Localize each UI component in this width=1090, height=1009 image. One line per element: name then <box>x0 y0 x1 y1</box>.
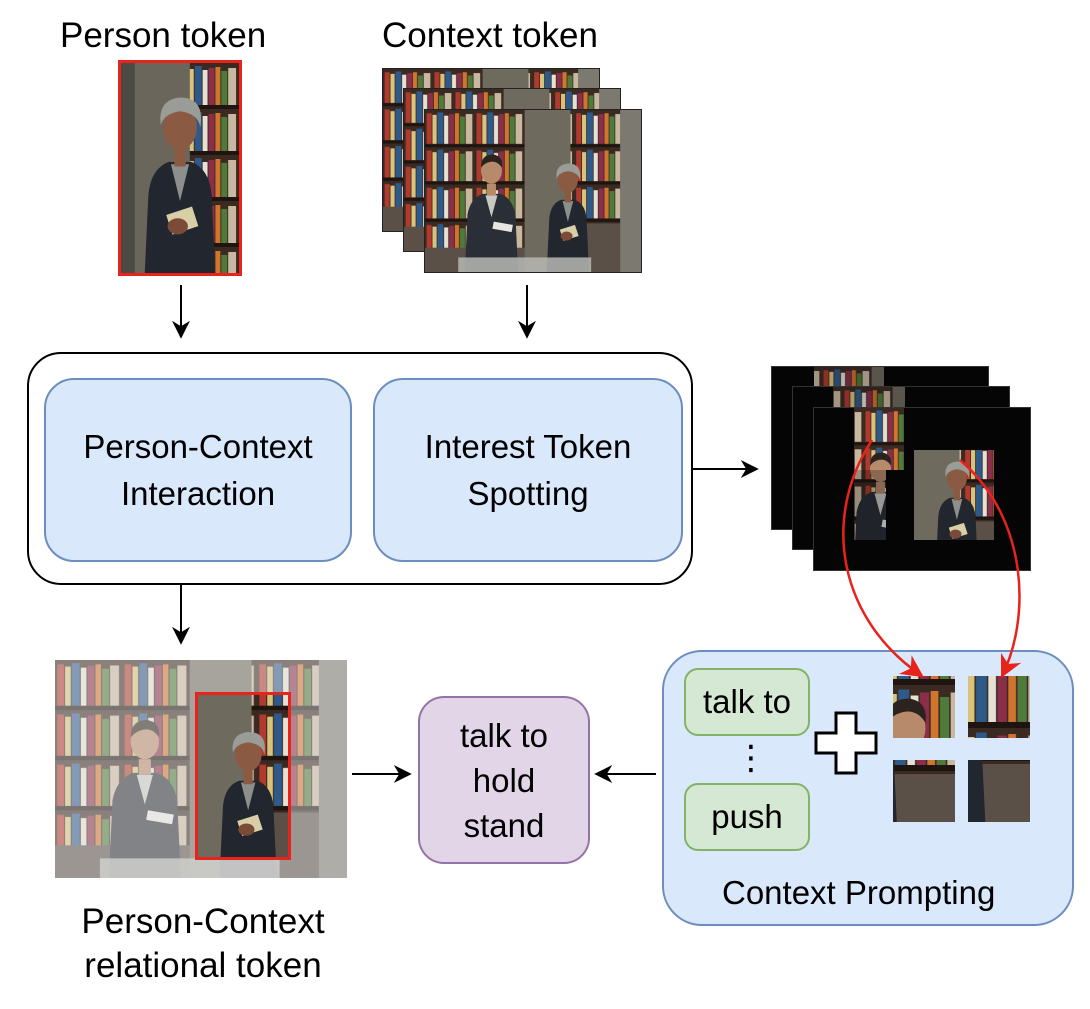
prediction-item: hold <box>472 761 536 799</box>
interest-token-spotting-module: Interest Token Spotting <box>373 378 683 562</box>
interest-crop-hands <box>968 760 1030 822</box>
red-arrow-to-man-crop <box>842 439 924 678</box>
prediction-item: talk to <box>459 716 549 754</box>
interaction-title-line2: Interaction <box>120 475 276 512</box>
relational-label-line1: Person-Context <box>81 902 325 941</box>
relational-token-image <box>55 660 347 878</box>
context-frame-front <box>424 109 642 273</box>
red-arrow-to-woman-crop <box>959 459 1022 679</box>
predicted-actions-box: talk to hold stand <box>418 696 590 864</box>
relational-label-line2: relational token <box>84 946 322 985</box>
prompt-ellipsis: ⋮ <box>734 739 768 777</box>
prompt-talk-to: talk to <box>684 668 810 736</box>
prompt-push: push <box>684 783 810 851</box>
interest-crop-book <box>893 760 955 822</box>
interest-crop-man-face <box>893 676 955 738</box>
interest-crop-woman-face <box>968 676 1030 738</box>
person-token-label: Person token <box>60 16 267 55</box>
context-token-label: Context token <box>382 16 598 55</box>
prediction-item: stand <box>463 806 545 844</box>
relational-token-label: Person-Context relational token <box>40 900 366 988</box>
person-context-interaction-module: Person-Context Interaction <box>44 378 352 562</box>
plus-icon <box>814 711 878 775</box>
relational-highlight-box <box>195 692 291 860</box>
person-token-image <box>118 60 242 276</box>
context-prompting-title: Context Prompting <box>722 874 996 911</box>
interaction-title-line1: Person-Context <box>83 428 313 465</box>
spotting-title-line2: Spotting <box>467 475 589 512</box>
spotting-title-line1: Interest Token <box>424 428 632 465</box>
